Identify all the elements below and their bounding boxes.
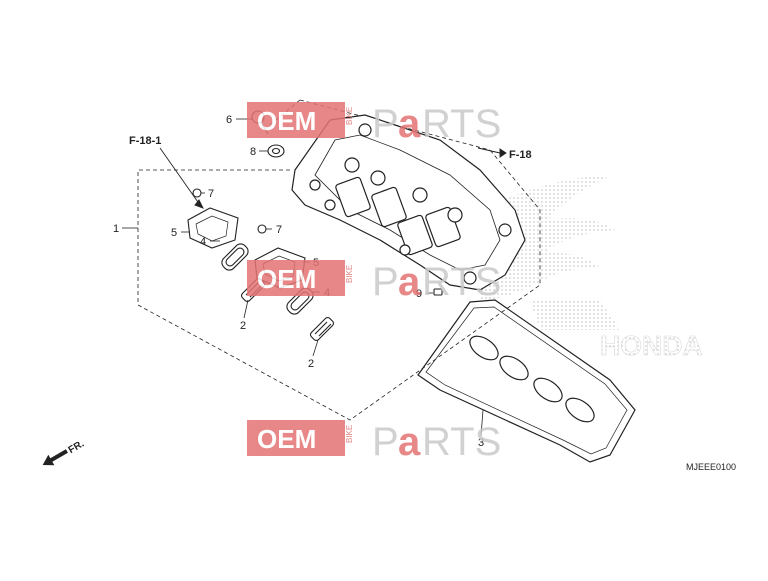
callout-7-lower: 7: [276, 224, 282, 236]
svg-text:RTS: RTS: [422, 420, 501, 464]
svg-text:BIKE: BIKE: [345, 425, 354, 443]
svg-text:P: P: [372, 260, 399, 304]
washer-8: [267, 144, 285, 158]
cylinder-head-cover: [291, 114, 526, 291]
front-arrow: FR.: [42, 438, 87, 466]
reference-f18: F-18: [509, 149, 532, 161]
callout-1: 1: [113, 223, 119, 235]
svg-text:BIKE: BIKE: [345, 265, 354, 283]
seal-upper: [221, 243, 249, 271]
breather-cover-upper: [187, 207, 239, 249]
callout-7-upper: 7: [208, 188, 214, 200]
callout-6: 6: [226, 114, 232, 126]
watermark-top: OEM BIKE P a RTS: [247, 102, 501, 146]
watermark-middle: OEM BIKE P a RTS: [247, 260, 501, 304]
svg-text:RTS: RTS: [422, 260, 501, 304]
callout-2-lower: 2: [308, 358, 314, 370]
bolt-7-upper: [192, 188, 202, 198]
callout-4-upper: 4: [200, 236, 206, 248]
callout-5-upper: 5: [171, 227, 177, 239]
svg-text:a: a: [398, 260, 421, 304]
svg-text:P: P: [372, 420, 399, 464]
head-cover-gasket: [417, 299, 636, 463]
watermark-bottom: OEM BIKE P a RTS: [247, 420, 501, 464]
plate-lower: [309, 316, 335, 342]
bolt-9: [433, 288, 443, 296]
svg-text:P: P: [372, 102, 399, 146]
diagram-code: MJEEE0100: [686, 462, 736, 472]
front-arrow-label: FR.: [67, 438, 87, 456]
svg-text:OEM: OEM: [257, 264, 316, 294]
reference-arrows: [159, 147, 507, 209]
callout-2-upper: 2: [240, 320, 246, 332]
callout-8: 8: [250, 146, 256, 158]
svg-text:BIKE: BIKE: [345, 107, 354, 125]
svg-text:OEM: OEM: [257, 424, 316, 454]
svg-text:OEM: OEM: [257, 106, 316, 136]
brand-logo-text: HONDA: [600, 330, 703, 361]
callout-9: 9: [416, 288, 422, 300]
bolt-7-lower: [257, 224, 267, 234]
svg-text:a: a: [398, 102, 421, 146]
svg-text:RTS: RTS: [422, 102, 501, 146]
callout-3: 3: [478, 437, 484, 449]
svg-text:a: a: [398, 420, 421, 464]
reference-f18-1: F-18-1: [129, 135, 161, 147]
